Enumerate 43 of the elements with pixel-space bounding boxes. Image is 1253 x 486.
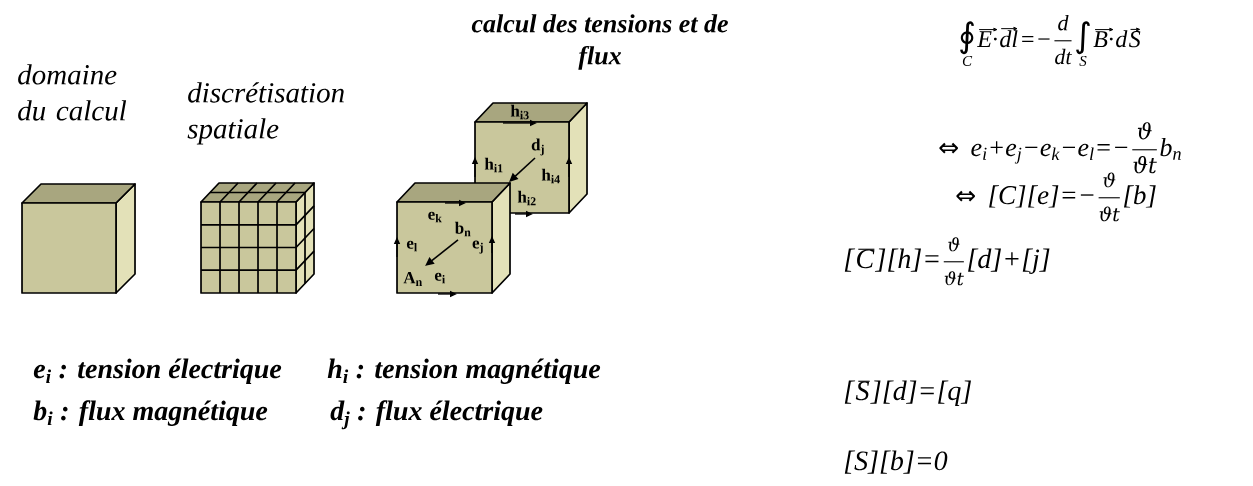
label: ϑ xyxy=(1103,172,1116,188)
label: ϑt xyxy=(1099,206,1120,222)
label: b$_{n}$ xyxy=(1160,137,1181,160)
variable-label: h$_{i3}$ xyxy=(510,104,529,120)
label: ∫ xyxy=(1076,21,1090,55)
definition-text: h$_{i}$ : tension magnétique xyxy=(327,358,601,384)
label: ∮ xyxy=(960,21,974,55)
equation: [S][d]=[q] xyxy=(844,380,971,406)
label: =− xyxy=(1022,36,1050,43)
label: ϑt xyxy=(1133,156,1157,174)
label: [ xyxy=(844,248,856,272)
label: C xyxy=(857,249,875,269)
label: d xyxy=(1058,14,1069,31)
label: e$_{i}$+e$_{j}$−e$_{k}$−e$_{l}$=− xyxy=(971,141,1128,164)
heading: domaine du calcul xyxy=(18,64,127,121)
label: S xyxy=(1129,31,1141,48)
label: dt xyxy=(1055,48,1072,65)
label: C xyxy=(962,55,973,66)
variable-label: d$_{j}$ xyxy=(531,138,544,156)
label: dl xyxy=(1000,30,1018,48)
label: [d]+[j] xyxy=(968,248,1050,274)
label: B· xyxy=(1093,31,1113,48)
label: [C][e]=− xyxy=(989,185,1094,208)
heading: discrétisation spatiale xyxy=(187,82,344,145)
label: ][h]= xyxy=(874,248,939,272)
variable-label: h$_{i4}$ xyxy=(541,168,560,184)
definition-text: e$_{i}$ : tension électrique xyxy=(33,358,282,384)
equation: [S][b]=0 xyxy=(844,450,948,474)
label: [b] xyxy=(1123,185,1156,208)
label: ϑ xyxy=(948,237,960,252)
variable-label: h$_{i1}$ xyxy=(484,157,503,173)
label: ⇔ xyxy=(939,142,958,154)
variable-label: h$_{i2}$ xyxy=(517,190,536,206)
heading: calcul des tensions et de flux xyxy=(471,14,728,70)
label: d xyxy=(1116,30,1128,48)
label: ⇔ xyxy=(956,190,975,202)
label: ϑ xyxy=(1137,122,1152,140)
equation: [C][h]= ϑ ϑt [d]+[j] xyxy=(844,237,1050,286)
label: E· xyxy=(977,31,997,47)
definition-text: d$_{j}$ : flux électrique xyxy=(330,400,543,430)
definition-text: b$_{i}$ : flux magnétique xyxy=(33,400,268,426)
label: S xyxy=(1079,55,1087,66)
label: ϑt xyxy=(944,271,964,286)
